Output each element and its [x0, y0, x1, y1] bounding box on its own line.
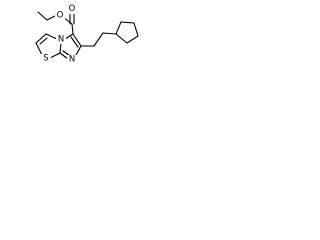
atom-label-ester-oxygen: O [57, 11, 64, 21]
bond-c7a-nbridge [59, 42, 62, 54]
bond-nbridge-c5 [64, 33, 74, 40]
atom-label-ring-nitrogen: N [69, 55, 75, 65]
bond-c5-c6 [72, 33, 82, 47]
bond-cp-5-1 [115, 33, 128, 44]
atom-ring-nitrogen-bridgehead: N [56, 35, 66, 45]
bond-cp-1-2 [115, 21, 122, 35]
bond-c2-s [35, 42, 43, 56]
atom-label-ring-nitrogen-bridgehead: N [58, 35, 64, 45]
bond-cp-2-3 [120, 21, 135, 24]
bond-c5-c6-inner [70, 36, 79, 48]
bond-ethyl-ch3-ch2 [37, 11, 48, 21]
atom-carbonyl-oxygen: O [67, 4, 77, 14]
bond-c3-c2 [35, 33, 47, 44]
bond-nbridge-c3 [45, 33, 58, 40]
bond-n-c7a [59, 52, 69, 60]
atom-label-ring-sulfur: S [43, 54, 48, 64]
bond-ch2-ch2 [93, 32, 104, 47]
atom-label-carbonyl-oxygen: O [69, 4, 76, 14]
bond-carbonyl-c-ring [71, 23, 74, 35]
chemical-structure-diagram: O O N N S [35, 4, 139, 65]
bond-s-c7a [49, 52, 61, 59]
bond-cp-4-5 [126, 35, 139, 44]
atom-ring-sulfur: S [41, 54, 51, 64]
bond-cp-3-4 [133, 22, 139, 37]
atom-ring-nitrogen: N [67, 55, 77, 65]
atom-ester-oxygen: O [55, 11, 65, 21]
bond-ch2-cyclopentyl [102, 32, 117, 35]
bond-n-c7a-inner [62, 50, 70, 56]
bond-c3-c2-inner [39, 37, 48, 45]
